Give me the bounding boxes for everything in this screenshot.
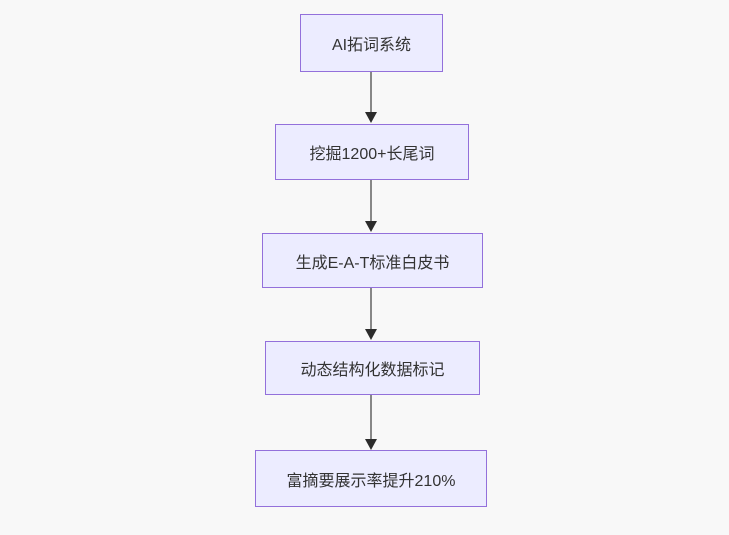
edge-line-1	[370, 72, 372, 113]
arrow-down-icon	[365, 329, 377, 340]
edge-line-2	[370, 180, 372, 222]
flow-node-structured-data: 动态结构化数据标记	[265, 341, 480, 395]
arrow-down-icon	[365, 221, 377, 232]
arrow-down-icon	[365, 439, 377, 450]
edge-line-4	[370, 395, 372, 440]
arrow-down-icon	[365, 112, 377, 123]
flow-node-rich-snippet-result: 富摘要展示率提升210%	[255, 450, 487, 507]
flow-node-eat-whitepaper: 生成E-A-T标准白皮书	[262, 233, 483, 288]
flow-node-ai-keyword-system: AI拓词系统	[300, 14, 443, 72]
flow-node-longtail-keywords: 挖掘1200+长尾词	[275, 124, 469, 180]
edge-line-3	[370, 288, 372, 330]
